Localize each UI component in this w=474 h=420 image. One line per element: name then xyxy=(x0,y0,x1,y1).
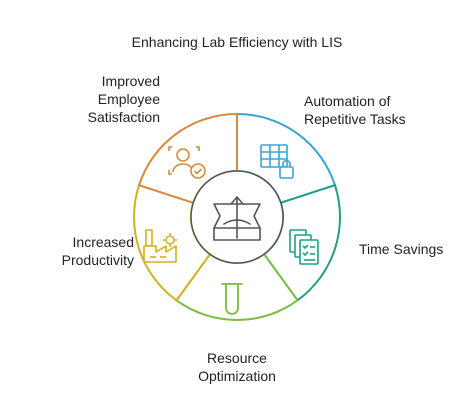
diagram-title: Enhancing Lab Efficiency with LIS xyxy=(131,34,343,50)
label-time-savings: Time Savings xyxy=(359,241,444,257)
label-automation: Automation of Repetitive Tasks xyxy=(304,93,406,127)
table-lock-icon xyxy=(260,144,294,179)
test-tube-icon xyxy=(221,283,243,315)
lis-hub-icon xyxy=(213,196,261,241)
checklist-documents-icon xyxy=(289,229,319,265)
label-increased-productivity: Increased Productivity xyxy=(61,234,134,268)
factory-gear-icon xyxy=(143,229,177,263)
person-check-icon xyxy=(168,146,206,179)
label-resource-optimization: Resource Optimization xyxy=(198,350,276,384)
label-employee-satisfaction: Improved Employee Satisfaction xyxy=(87,73,160,125)
